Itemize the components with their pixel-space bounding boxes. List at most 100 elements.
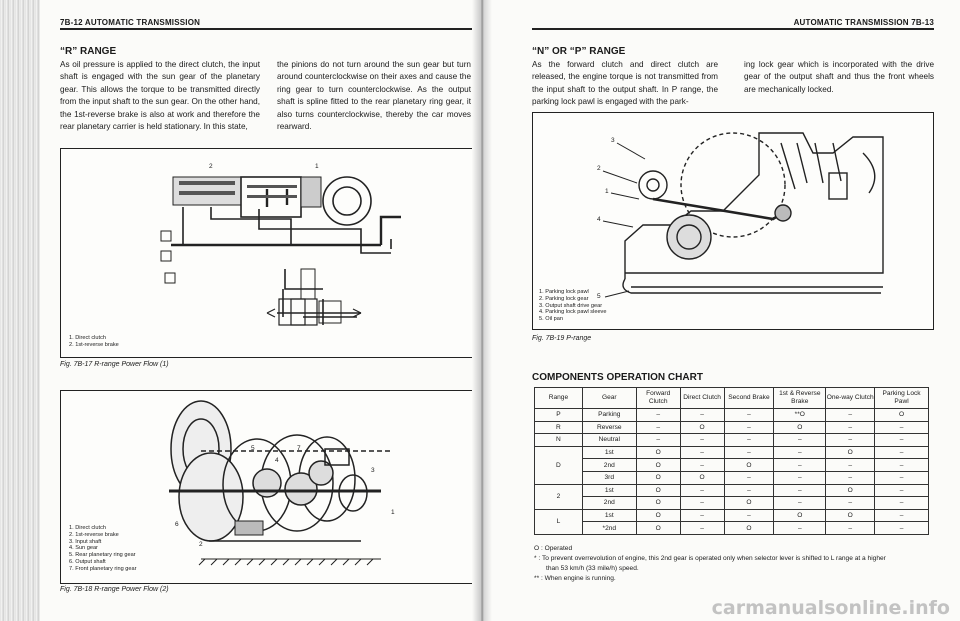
figure-r-range-power-flow-1: 2 1 1. Direct clutch 2. 1st-reverse brak… [60,148,474,358]
table-cell: O [773,420,827,435]
legend-item: 1. Direct clutch [69,525,106,531]
table-cell: O [635,483,681,498]
table-row: N Neutral – – – – – – [534,433,929,447]
legend-item: 3. Output shaft drive gear [539,302,603,309]
table-cell: – [773,496,827,510]
table-cell: – [874,483,929,498]
table-cell: D [534,445,583,485]
legend-item: 7. Front planetary ring gear [69,565,137,572]
column-header: Parking Lock Pawl [874,387,929,409]
table-cell: – [874,521,929,535]
column-header: Second Brake [723,387,775,409]
figure-r-range-power-flow-2: 5 4 7 3 1 6 2 1. Direct clutch 2. 1st-re… [60,390,474,584]
table-row: 2nd O – O – – – [535,458,929,472]
table-cell: O [825,508,876,523]
table-cell: Neutral [581,433,637,447]
table-cell: – [825,496,876,510]
callout-7: 7 [297,445,301,452]
table-cell: – [874,445,929,460]
watermark: carmanualsonline.info [711,597,950,619]
note-2nd-gear: * : To prevent overrevolution of engine,… [534,555,886,562]
table-cell: – [874,458,929,472]
callout-3: 3 [371,467,375,474]
table-cell: – [825,470,876,485]
table-row: D 1st O – – – O – [534,445,929,485]
parking-lock-diagram [602,132,884,298]
callout-3: 3 [611,137,615,144]
table-cell: – [874,496,929,510]
table-cell: – [874,508,929,523]
table-cell: O [635,470,681,485]
table-row: R Reverse – O – O – – [534,420,929,435]
table-cell: – [635,433,681,447]
table-cell: – [773,521,827,535]
table-cell: – [679,521,725,535]
figure-p-range: 3 2 1 4 5 1. Parking lock pawl 2. Parkin… [532,112,934,330]
callout-1: 1 [605,188,609,195]
table-cell: – [825,521,876,535]
column-header: Forward Clutch [635,387,681,409]
table-cell: – [679,433,725,447]
table-cell: – [679,458,725,472]
legend-item: 5. Oil pan [539,316,563,323]
left-page-header: 7B-12 AUTOMATIC TRANSMISSION [60,18,201,27]
table-cell: – [825,408,876,422]
header-rule [60,28,472,30]
table-cell: O [723,496,775,510]
binding-edge [0,0,40,621]
n-p-range-text-col1: As the forward clutch and direct clutch … [532,60,718,107]
table-cell: N [534,433,583,447]
legend-item: 4. Sun gear [69,545,98,552]
table-cell: – [825,458,876,472]
table-cell: – [723,508,775,523]
section-title-n-p-range: “N” OR “P” RANGE [532,46,626,57]
table-cell: – [723,445,775,460]
table-cell: – [773,470,827,485]
column-header: Gear [581,387,637,409]
r-range-text-col1: As oil pressure is applied to the direct… [60,60,260,132]
table-row: P Parking – – – **O – O [534,408,929,422]
callout-4: 4 [275,457,279,464]
legend-item: 3. Input shaft [69,538,102,545]
table-cell: – [679,508,725,523]
table-cell: O [635,521,681,535]
table-row: 2 1st O – – – O – [534,483,929,510]
table-cell: **O [773,408,827,422]
table-cell: Parking [581,408,637,422]
table-header-row: Range Gear Forward Clutch Direct Clutch … [534,387,929,409]
callout-5: 5 [597,293,601,300]
figure-caption: Fig. 7B-17 R-range Power Flow (1) [60,361,169,368]
table-cell: O [773,508,827,523]
table-row: L 1st O – – O O – [534,508,929,535]
right-page: AUTOMATIC TRANSMISSION 7B-13 “N” OR “P” … [482,0,960,621]
callout-1: 1 [391,509,395,516]
table-cell: 2nd [581,496,637,510]
table-cell: – [723,408,775,422]
table-cell: – [723,433,775,447]
figure-legend: 1. Parking lock pawl 2. Parking lock gea… [539,289,606,323]
table-cell: – [723,420,775,435]
figure-caption: Fig. 7B-19 P-range [532,335,592,342]
figure-legend: 1. Direct clutch 2. 1st-reverse brake [69,335,119,349]
table-cell: – [773,483,827,498]
hydraulic-circuit-diagram [160,176,401,326]
table-cell: – [874,470,929,485]
note-2nd-gear-speed: than 53 km/h (33 mile/h) speed. [546,565,639,572]
table-cell: O [825,445,876,460]
callout-2: 2 [597,165,601,172]
callout-4: 4 [597,216,601,223]
n-p-range-text-col2: ing lock gear which is incorporated with… [744,60,934,94]
legend-item: 1. Parking lock pawl [539,289,589,295]
callout-1: 1 [315,163,319,170]
table-cell: L [534,508,583,535]
note-engine-running: ** : When engine is running. [534,575,616,582]
section-title-r-range: “R” RANGE [60,46,117,57]
right-page-header: AUTOMATIC TRANSMISSION 7B-13 [793,18,934,27]
table-cell: R [534,420,583,435]
table-cell: 2nd [581,458,637,472]
table-cell: – [679,496,725,510]
table-cell: O [723,521,775,535]
table-row: 3rd O O – – – – [535,470,929,485]
table-cell: O [874,408,929,422]
table-cell: O [825,483,876,498]
